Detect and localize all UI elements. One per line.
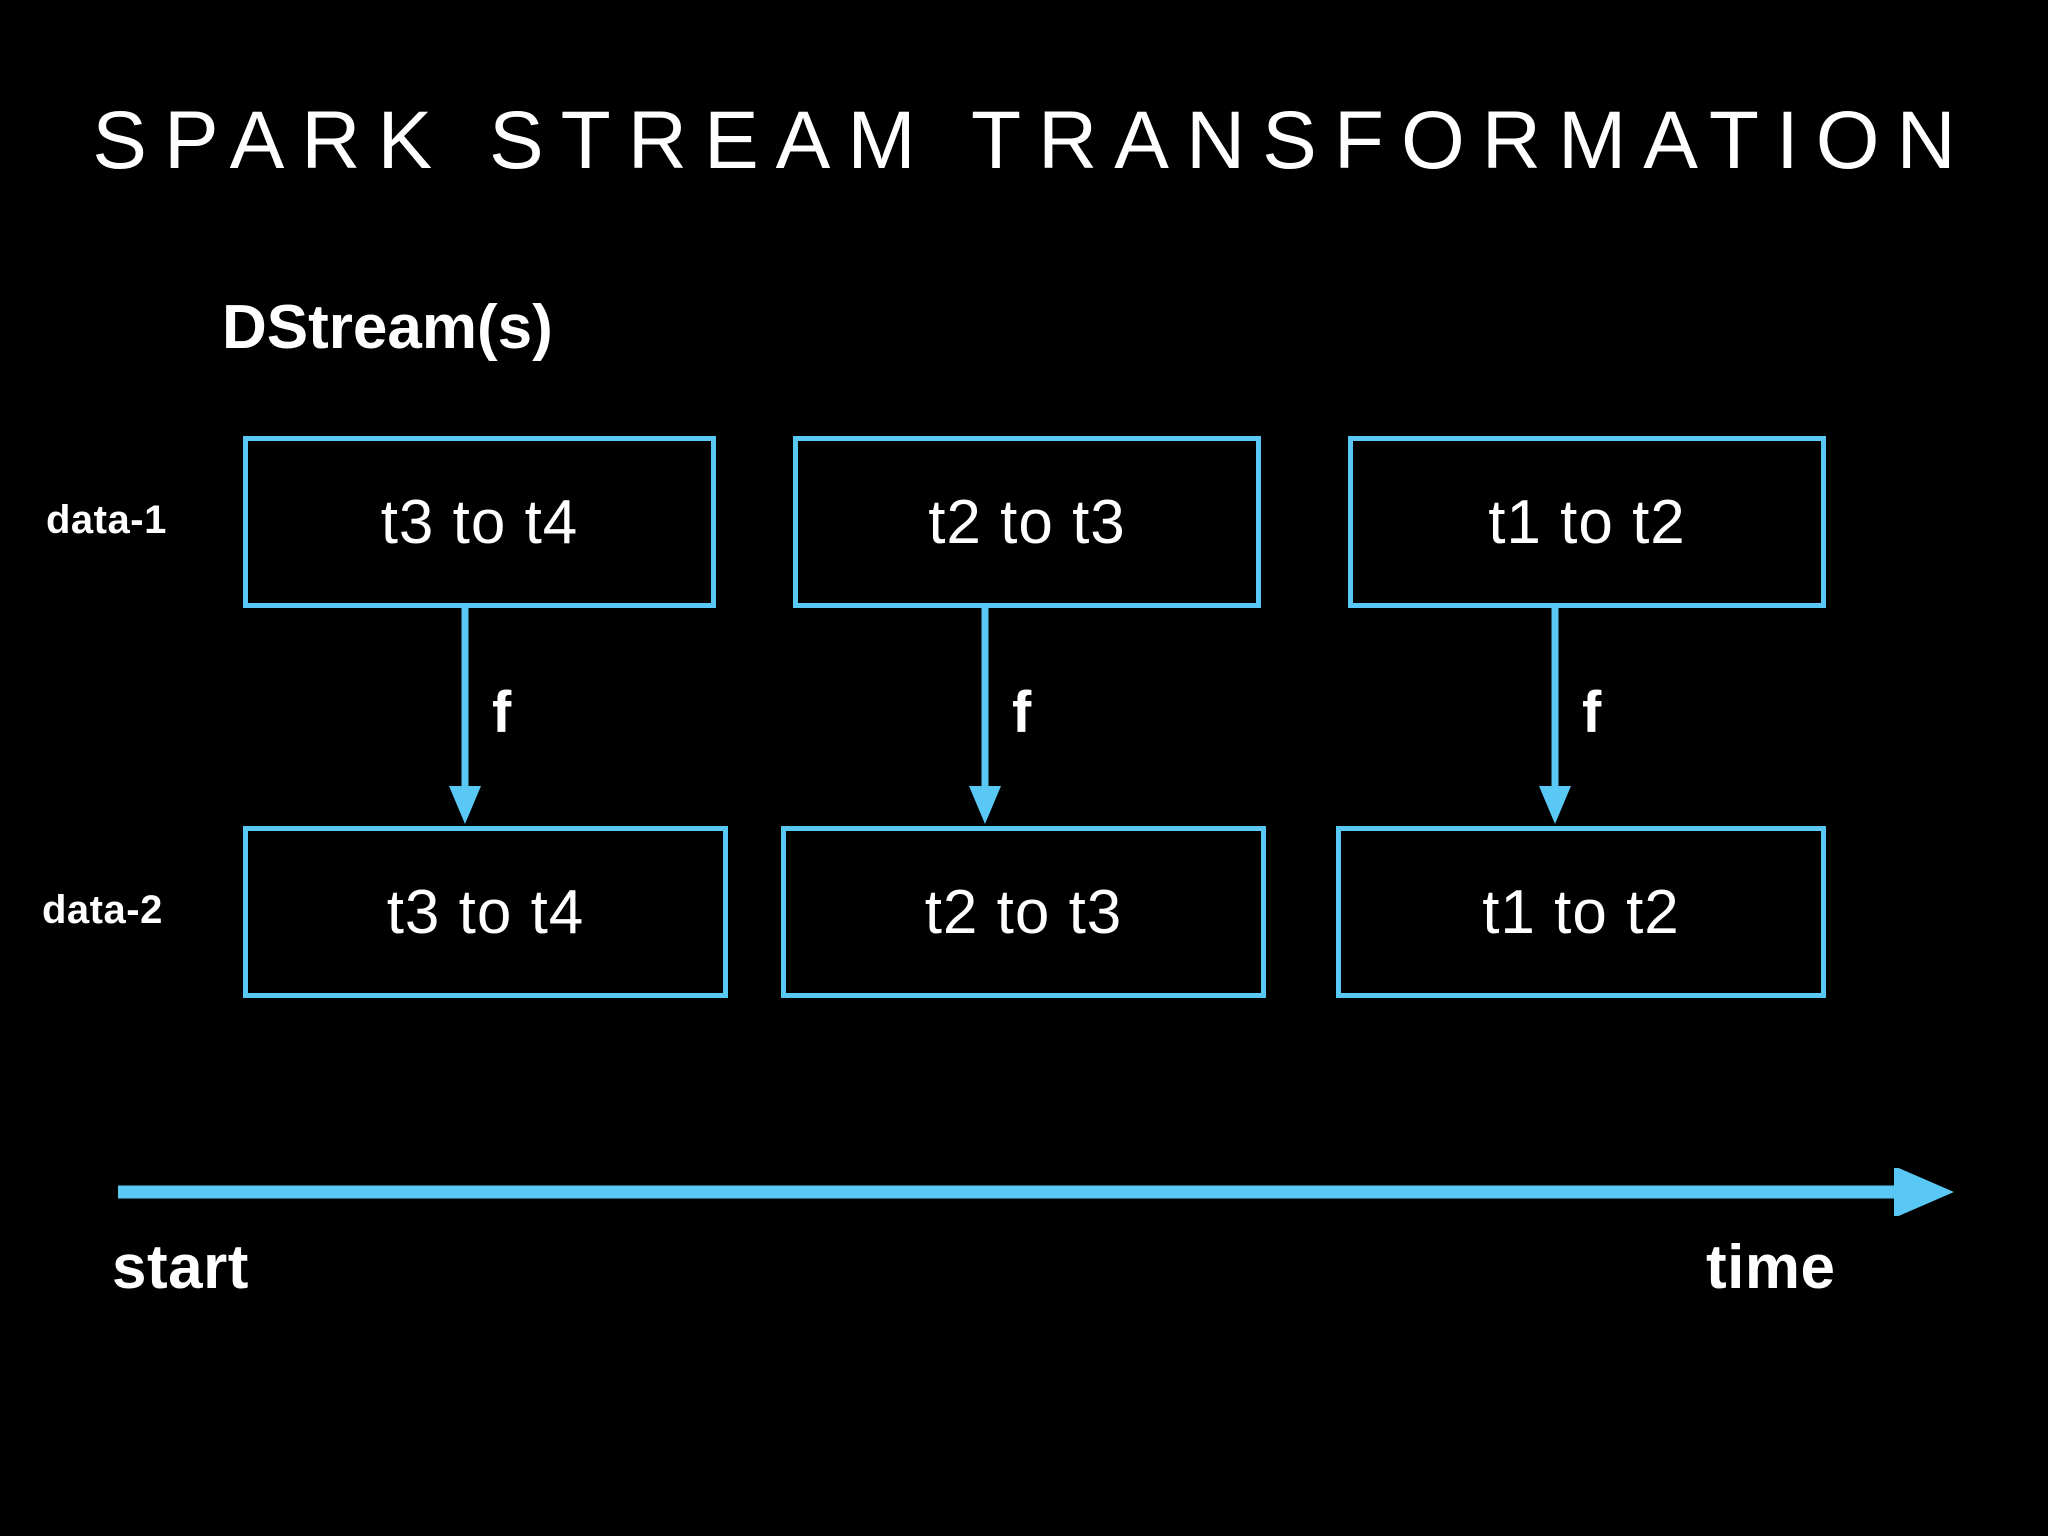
dstream-box-row2-col2: t2 to t3 (781, 826, 1266, 998)
dstream-box-row1-col3: t1 to t2 (1348, 436, 1826, 608)
transform-arrow-2-icon (969, 606, 1001, 824)
time-axis-arrow-icon (118, 1168, 1954, 1216)
dstream-caption: DStream(s) (222, 293, 553, 362)
transform-arrow-1-icon (449, 606, 481, 824)
row-label-data-2: data-2 (42, 888, 163, 932)
transform-arrow-3-icon (1539, 606, 1571, 824)
transform-function-label-2: f (1012, 680, 1032, 745)
transform-function-label-3: f (1582, 680, 1602, 745)
dstream-box-row1-col2: t2 to t3 (793, 436, 1261, 608)
dstream-box-row2-col3: t1 to t2 (1336, 826, 1826, 998)
row-label-data-1: data-1 (46, 498, 167, 542)
page-title: SPARK STREAM TRANSFORMATION (92, 95, 1973, 186)
dstream-box-row2-col1: t3 to t4 (243, 826, 728, 998)
timeline-end-label: time (1706, 1233, 1836, 1302)
dstream-box-row1-col1: t3 to t4 (243, 436, 716, 608)
transform-function-label-1: f (492, 680, 512, 745)
timeline-start-label: start (112, 1233, 249, 1302)
